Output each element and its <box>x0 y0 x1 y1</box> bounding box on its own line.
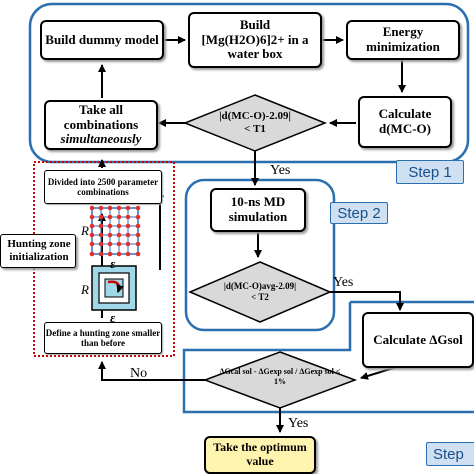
build-mg-line3: water box <box>227 46 283 62</box>
divided-combinations-box: Divided into 2500 parameter combinations <box>44 170 162 204</box>
decision2-diamond <box>188 261 332 323</box>
step3-label: Step <box>426 442 474 466</box>
take-all-line2: combinations <box>63 116 139 132</box>
no-label: No <box>130 366 148 381</box>
calculate-dmco-line1: Calculate <box>378 106 432 122</box>
build-mg-line1: Build <box>239 16 271 32</box>
decision3-text: ΔGcal sol - ΔGexp sol / ΔGexp sol < 1% <box>219 367 341 387</box>
md-sim-line1: 10-ns MD <box>230 194 286 210</box>
yes-label-2: Yes <box>333 275 354 290</box>
step2-label: Step 2 <box>330 202 388 224</box>
take-all-line3: simultaneously <box>60 131 142 147</box>
take-optimum-value-box: Take the optimum value <box>204 436 316 474</box>
calculate-dg-box: Calculate ΔGsol <box>362 312 474 368</box>
decision1-line2: < T1 <box>244 123 266 136</box>
hunting-zone-initialization-box: Hunting zone initialization <box>0 234 76 268</box>
yes-label-1: Yes <box>270 163 291 178</box>
take-all-combinations-box: Take all combinations simultaneously <box>44 100 158 150</box>
build-dummy-model-box: Build dummy model <box>40 20 164 60</box>
r-axis-label-top: R <box>81 223 89 238</box>
define-hunting-zone-box: Define a hunting zone smaller than befor… <box>44 322 162 354</box>
decision2-line1: |d(MC-O)avg-2.09| <box>223 281 297 291</box>
decision2-text: |d(MC-O)avg-2.09| < T2 <box>204 281 316 304</box>
r-axis-label-bottom: R <box>81 282 89 297</box>
md-simulation-box: 10-ns MD simulation <box>210 188 306 232</box>
epsilon-axis-label-top: ε <box>110 256 116 271</box>
calculate-dmco-box: Calculate d(MC-O) <box>358 96 452 148</box>
build-mg-box: Build [Mg(H2O)6]2+ in a water box <box>188 12 322 68</box>
step2-frame <box>184 178 336 332</box>
decision2-line2: < T2 <box>251 292 269 303</box>
nested-squares-figure <box>91 265 137 311</box>
build-mg-line2: [Mg(H2O)6]2+ in a <box>201 31 309 47</box>
take-all-line1: Take all <box>79 101 123 117</box>
calculate-dmco-line2: d(MC-O) <box>379 121 431 136</box>
md-sim-line2: simulation <box>228 209 288 224</box>
step1-label: Step 1 <box>396 160 464 184</box>
energy-minimization-box: Energy minimization <box>346 20 460 60</box>
yes-label-3: Yes <box>288 416 309 431</box>
epsilon-axis-label-bottom: ε <box>110 310 116 325</box>
parameter-grid-figure <box>89 205 141 257</box>
step1-frame <box>28 2 470 164</box>
decision1-line1: |d(MC-O)-2.09| <box>219 110 291 122</box>
decision1-text: |d(MC-O)-2.09| < T1 <box>198 110 312 136</box>
